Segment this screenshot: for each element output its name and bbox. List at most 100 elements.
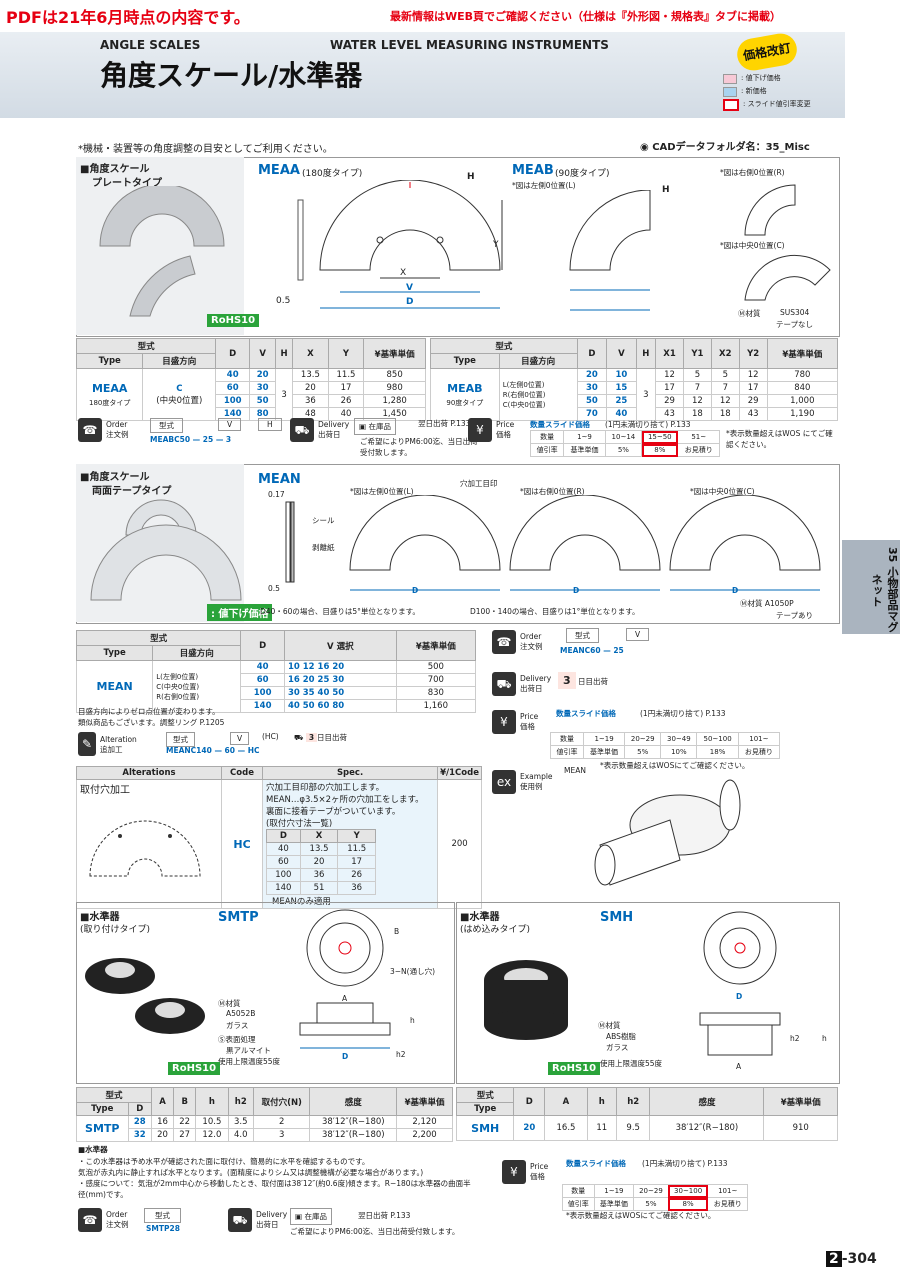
smh-diagram	[699, 911, 781, 1056]
delivery3-next: 翌日出荷 P.133	[358, 1211, 411, 1220]
material-value: SUS304	[780, 308, 810, 317]
order3-f1: 型式	[144, 1208, 181, 1223]
legend-swatch-pink	[723, 73, 737, 84]
meab-label: MEAB	[512, 163, 554, 178]
cad-folder: ◉ CADデータフォルダ名：35_Misc	[640, 142, 810, 153]
meab-r-diagram	[744, 184, 796, 236]
price-yen-icon: ¥	[492, 710, 516, 734]
material-icon: Ⓜ	[598, 1021, 606, 1030]
table-row: 取付穴加工 HC 穴加工目印部の穴加工します。 MEAN…φ3.5×2ヶ所の穴加…	[76, 779, 482, 909]
meaa-diagram	[297, 180, 503, 309]
smtp-diagram	[299, 909, 391, 1049]
price2-label: Price 価格	[520, 712, 539, 731]
paper-label: 剥離紙	[312, 543, 335, 552]
stock-box-icon: ▣	[359, 422, 369, 431]
smtp-a: A	[342, 994, 348, 1003]
price2-note2: *表示数量超えはWOSにてご確認ください。	[600, 761, 750, 770]
tape-scale-photo	[90, 499, 242, 601]
intro-note: *機械・装置等の角度調整の目安としてご利用ください。	[78, 144, 333, 155]
side-tab[interactable]: 35 小物部品マグネット	[842, 540, 900, 634]
meab-sub: (90度タイプ)	[555, 169, 610, 179]
delivery1-stock: ▣ 在庫品	[354, 418, 396, 435]
smh-label: SMH	[600, 910, 634, 925]
page-header: ANGLE SCALES WATER LEVEL MEASURING INSTR…	[0, 32, 845, 118]
order1-f3: H	[258, 418, 282, 431]
legend-swatch-blue	[723, 86, 737, 97]
section3-subtitle: (取り付けタイプ)	[80, 925, 151, 935]
example-item: MEAN	[564, 766, 586, 775]
smtp-mat2: ガラス	[226, 1021, 249, 1030]
delivery-truck-icon: ⛟	[228, 1208, 252, 1232]
order3-example: SMTP28	[146, 1224, 180, 1233]
section1-subtitle: プレートタイプ	[92, 178, 162, 189]
mean-material: Ⓜ材質 A1050P	[740, 599, 794, 608]
smh-h2: h2	[790, 1034, 800, 1043]
delivery2-label: Delivery 出荷日	[520, 674, 552, 693]
delivery-truck-icon: ⛟	[294, 733, 306, 742]
delivery3-label: Delivery 出荷日	[256, 1210, 288, 1229]
mean-note-c: *図は中央0位置(C)	[690, 487, 755, 496]
plate-scale-photo	[99, 186, 225, 317]
section4-title: ■水準器	[460, 912, 500, 923]
delivery3-stock: ▣ 在庫品	[290, 1208, 332, 1225]
meab-diagram	[569, 190, 651, 311]
meaa-sub: (180度タイプ)	[302, 169, 363, 179]
rohs-badge: RoHS10	[207, 314, 260, 327]
meaa-label: MEAA	[258, 163, 300, 178]
order1-example: MEABC50 — 25 — 3	[150, 435, 232, 444]
material-value2: テープなし	[776, 320, 814, 329]
dim-h-label: H	[467, 172, 475, 182]
delivery1-next: 翌日出荷 P.133	[418, 419, 471, 428]
mean-note-l: *図は左側0位置(L)	[350, 487, 414, 496]
smh-photo	[484, 960, 568, 1040]
rohs-badge: RoHS10	[548, 1062, 601, 1075]
rohs-badge-2: : 値下げ価格	[207, 604, 273, 621]
surface-icon: Ⓢ	[218, 1035, 226, 1044]
order2-example: MEANC60 — 25	[560, 646, 624, 655]
header-en-right: WATER LEVEL MEASURING INSTRUMENTS	[330, 38, 609, 52]
price2-note1: (1円未満切り捨て) P.133	[640, 709, 726, 718]
alteration-label: Alteration 追加工	[100, 735, 137, 754]
smtp-temp: 使用上限温度55度	[218, 1057, 281, 1066]
mean-scale-diagrams	[349, 495, 821, 591]
meab-h-label: H	[662, 185, 670, 195]
example-label: Example 使用例	[520, 772, 553, 791]
section4-subtitle: (はめ込みタイプ)	[460, 925, 531, 935]
dim-d-label: D	[406, 297, 414, 307]
mean-note-r: *図は右側0位置(R)	[520, 487, 585, 496]
order2-label: Order 注文例	[520, 632, 543, 651]
smh-mat1: ABS樹脂	[606, 1032, 636, 1041]
smtp-material: Ⓜ材質	[218, 999, 241, 1008]
smh-a: A	[736, 1062, 742, 1071]
delivery-truck-icon: ⛟	[492, 672, 516, 696]
dim-017: 0.17	[268, 490, 285, 499]
alt-f1: 型式	[166, 732, 195, 747]
mean-note-1: 目盛方向によりゼロ点位置が変わります。	[78, 707, 220, 716]
price3-title: 数量スライド価格	[566, 1159, 626, 1168]
smtp-photo	[85, 958, 205, 1034]
right-note2: *図は中央0位置(C)	[720, 241, 785, 250]
smh-material: Ⓜ材質	[598, 1021, 621, 1030]
alt-f3: (HC)	[262, 732, 279, 741]
smh-d: D	[736, 992, 743, 1001]
mean-note-2: 類似商品もございます。調整リング P.1205	[78, 718, 225, 727]
price1-note1: (1円未満切り捨て) P.133	[605, 420, 691, 429]
dim-v-label: V	[406, 283, 413, 293]
smtp-label: SMTP	[218, 910, 259, 925]
cad-icon: ◉	[640, 142, 653, 153]
smh-temp: 使用上限温度55度	[600, 1059, 663, 1068]
